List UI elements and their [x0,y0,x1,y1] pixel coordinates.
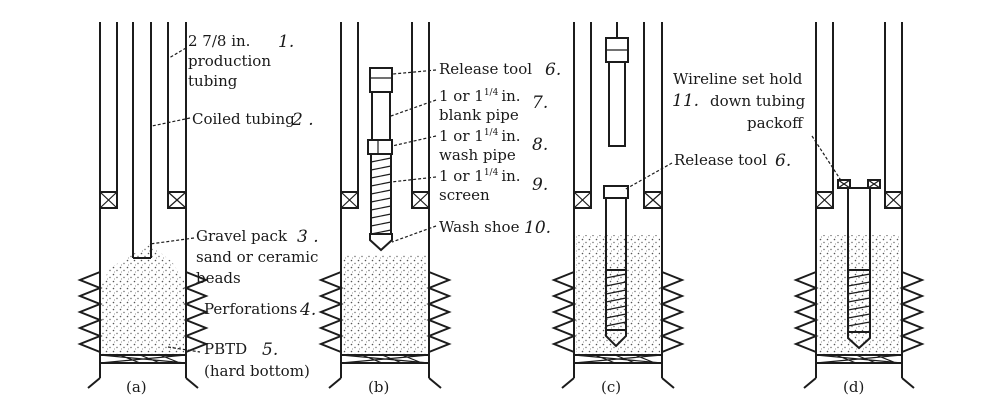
wash-shoe-b [369,233,393,252]
label-11-line1: Wireline set hold [673,70,803,88]
pbtd-b [340,354,430,364]
labels-cd: Release tool 6. Wireline set hold 11. do… [672,70,806,171]
label-1-line3: tubing [188,72,238,90]
release-tool-b [369,67,393,93]
label-5-number: 5. [262,340,278,360]
label-3-line3: beads [196,269,241,287]
release-tool-c [603,185,629,199]
perforations-d-right [899,271,925,353]
label-6c-text: Release tool [674,151,767,169]
label-5-line1: PBTD [204,340,247,358]
perforations-a-left [77,271,103,353]
label-1-line1: 2 7/8 in. [188,32,250,50]
well-a [77,22,209,389]
label-10-text: Wash shoe [439,218,520,236]
label-3-line2: sand or ceramic [196,248,318,266]
label-3-line1: Gravel pack [196,227,288,245]
gravel-pack-b [343,255,427,355]
label-11-number: 11. [672,91,699,111]
perforations-c-right [659,271,685,353]
pbtd-a [99,354,187,364]
label-8-number: 8. [532,135,548,155]
label-2-number: 2 . [291,110,314,130]
packer-c [573,191,663,209]
label-1-number: 1. [278,32,294,52]
label-10-number: 10. [524,218,551,238]
gravel-pack-c [576,235,660,355]
label-1-line2: production [188,52,271,70]
tubing-packoff-d [837,179,881,189]
pbtd-d [815,354,903,364]
captions: (a) (b) (c) (d) [126,378,864,396]
label-7-line2: blank pipe [439,106,519,124]
packer-b [340,191,430,209]
caption-a: (a) [126,378,147,396]
leader-lines [149,47,843,353]
label-3-number: 3 . [297,227,319,247]
perforations-c-left [551,271,577,353]
perforations-b-right [426,271,452,353]
label-9-line2: screen [439,186,490,204]
pbtd-c [573,354,663,364]
blank-pipe-b [371,91,391,141]
caption-d: (d) [843,378,864,396]
wash-pipe-b [367,139,393,155]
perforations-a-right [183,271,209,353]
caption-c: (c) [601,378,621,396]
label-7-number: 7. [532,93,548,113]
labels-a: 2 7/8 in. 1. production tubing Coiled tu… [188,32,319,380]
gravel-pack-d [818,235,900,355]
label-4-number: 4. [299,300,316,320]
perforations-d-left [793,271,819,353]
caption-b: (b) [368,378,389,396]
label-11-line2: down tubing [710,92,806,110]
packer-a [99,191,187,209]
label-9-number: 9. [532,175,548,195]
well-c [551,22,685,389]
well-b [318,22,452,389]
gravel-pack-a [102,244,184,355]
well-d [793,22,925,389]
label-5-line2: (hard bottom) [204,362,310,380]
label-6b-text: Release tool [439,60,532,78]
label-2-text: Coiled tubing [192,110,295,128]
label-4-text: Perforations [204,300,297,318]
perforations-b-left [318,271,344,353]
packer-d [815,191,903,209]
label-6c-number: 6. [775,151,791,171]
label-6b-number: 6. [545,60,561,80]
label-8-line2: wash pipe [439,146,516,164]
label-11-line3: packoff [747,114,804,132]
